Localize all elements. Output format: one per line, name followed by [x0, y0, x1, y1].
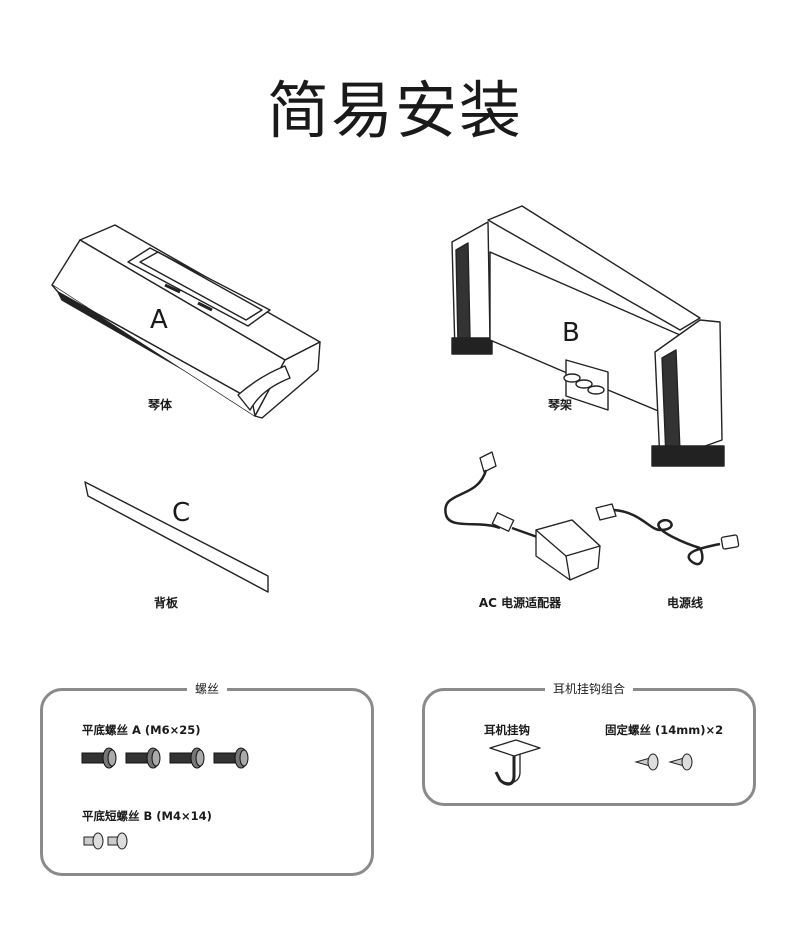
screw-icon — [169, 747, 205, 769]
screw-b-row — [83, 832, 184, 852]
page-title: 简易安装 — [266, 74, 523, 147]
screw-icon — [668, 753, 693, 771]
hook-box — [422, 688, 756, 806]
screw-icon — [107, 832, 128, 850]
screw-a-label: 平底螺丝 A (M6×25) — [82, 723, 201, 737]
part-a-label: 琴体 — [147, 398, 172, 412]
hook-label: 耳机挂钩 — [484, 723, 530, 737]
part-c-label: 背板 — [153, 596, 178, 610]
screw-icon — [83, 832, 104, 850]
screw-icon — [213, 747, 249, 769]
part-c-letter: C — [172, 498, 191, 528]
screw-icon — [125, 747, 161, 769]
screw-icon — [81, 747, 117, 769]
hook-screw-label: 固定螺丝 (14mm)×2 — [605, 723, 724, 737]
power-cord-label: 电源线 — [666, 596, 703, 610]
part-a-letter: A — [150, 305, 168, 335]
ac-adapter-label: AC 电源适配器 — [478, 596, 562, 610]
screw-icon — [634, 753, 659, 771]
screw-a-row — [81, 746, 282, 772]
hook-box-title: 耳机挂钩组合 — [544, 680, 634, 697]
screws-box-title: 螺丝 — [186, 680, 228, 697]
part-b-letter: B — [562, 318, 580, 348]
part-b-label: 琴架 — [547, 398, 572, 412]
screw-b-label: 平底短螺丝 B (M4×14) — [82, 809, 212, 823]
hook-screw-row — [634, 752, 716, 772]
